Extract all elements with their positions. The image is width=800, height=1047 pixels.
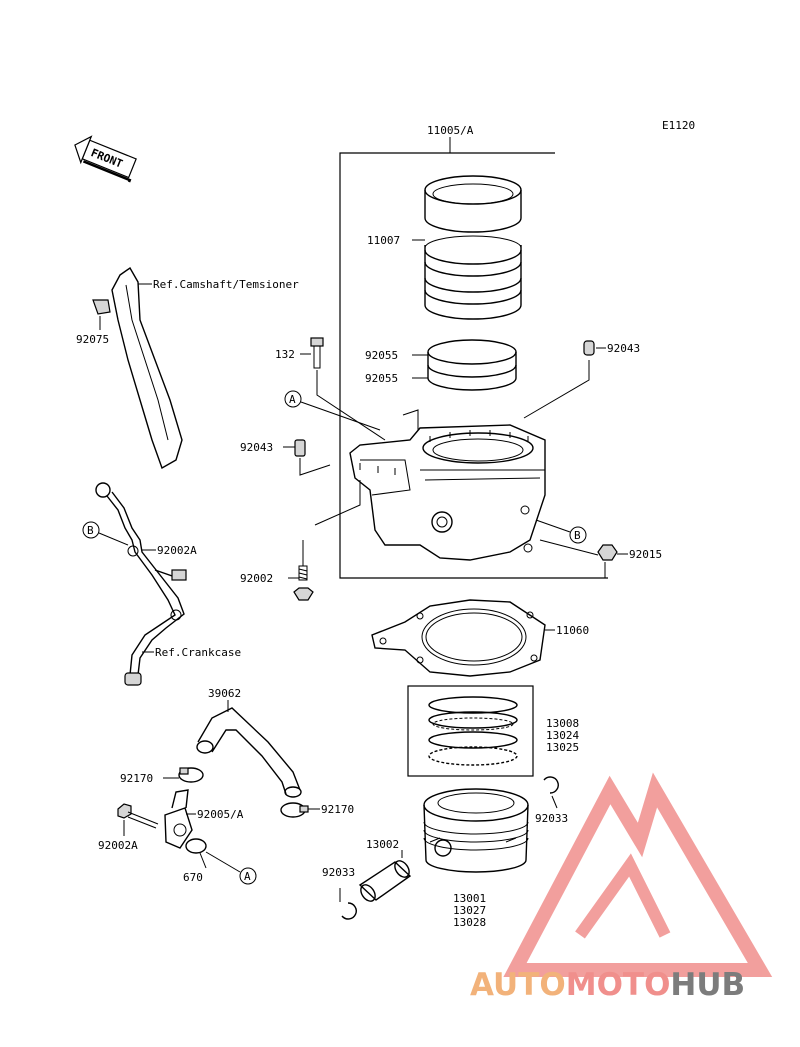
nut-guide	[539, 539, 606, 578]
watermark-auto: AUTO	[470, 967, 566, 1003]
callout-b-left	[82, 521, 100, 539]
watermark-moto: MOTO	[566, 967, 671, 1003]
label-dowel-left: 92043	[240, 441, 273, 454]
label-piston-2: 13027	[453, 904, 486, 917]
cylinder-liner-part	[424, 175, 522, 320]
callout-a-bottom-line	[205, 851, 241, 873]
cylinder-block-part	[349, 424, 546, 561]
label-piston-1: 13001	[453, 892, 486, 905]
callout-b-right-line	[535, 519, 571, 533]
label-pin: 13002	[366, 838, 399, 851]
label-stud: 92002	[240, 572, 273, 585]
oil-pipe-part	[95, 482, 187, 686]
callout-a-bottom	[239, 867, 257, 885]
cylinder-assembly-bracket	[339, 152, 608, 579]
callout-a-bottom-label: A	[244, 870, 251, 883]
callout-b-left-line	[98, 532, 129, 546]
piston-pin-part	[358, 860, 412, 902]
label-bolt-bottom: 92002A	[98, 839, 138, 852]
callout-a-top-line	[300, 401, 381, 431]
watermark-triangle-inner	[575, 853, 671, 939]
label-cylinder-assy: 11005/A	[427, 124, 474, 137]
label-ring-3: 13025	[546, 741, 579, 754]
bolt-132-part	[310, 337, 324, 369]
watermark-triangle-outer	[503, 772, 773, 977]
label-nut: 92015	[629, 548, 662, 561]
guide-clip-part	[92, 299, 111, 315]
callout-a-top	[284, 390, 302, 408]
label-oring-670: 670	[183, 871, 203, 884]
label-ring-1: 13008	[546, 717, 579, 730]
callout-a-top-label: A	[289, 393, 296, 406]
label-snap-left: 92033	[322, 866, 355, 879]
bolt-bottom-part	[117, 803, 159, 829]
ref-camshaft: Ref.Camshaft/Temsioner	[153, 278, 299, 291]
callout-b-right	[569, 526, 587, 544]
label-snap-right: 92033	[535, 812, 568, 825]
block-guide-top	[402, 409, 419, 430]
snap-ring-left-part	[341, 902, 357, 920]
nut-92015-part	[597, 544, 618, 561]
label-ring-2: 13024	[546, 729, 579, 742]
dowel-top-part	[583, 340, 595, 356]
watermark-hub: HUB	[670, 967, 745, 1003]
block-guide-left	[314, 480, 361, 526]
label-hose: 39062	[208, 687, 241, 700]
stud-92002-part	[293, 565, 314, 601]
label-gasket: 11060	[556, 624, 589, 637]
leader-snap-right	[551, 795, 558, 809]
label-piston-3: 13028	[453, 916, 486, 929]
snap-ring-right-part	[543, 776, 559, 794]
clamp-left-part	[178, 767, 204, 783]
label-clip: 92075	[76, 333, 109, 346]
dowel-left-part	[294, 439, 306, 457]
front-arrow-icon: FRONT	[74, 135, 137, 183]
dowel-top-guide	[523, 360, 590, 419]
gasket-part	[371, 599, 546, 677]
leader-oring-670	[199, 852, 207, 869]
label-clamp-right: 92170	[321, 803, 354, 816]
label-bolt-top: 92002A	[157, 544, 197, 557]
piston-ring-set-part	[428, 696, 518, 766]
label-oring-lower: 92055	[365, 372, 398, 385]
bolt-132-guide	[316, 370, 386, 441]
chain-guide-part	[111, 266, 183, 470]
label-dowel-top: 92043	[607, 342, 640, 355]
label-bolt-132: 132	[275, 348, 295, 361]
ring-set-box	[407, 685, 534, 777]
label-fitting: 92005/A	[197, 808, 244, 821]
diagram-code: E1120	[662, 119, 695, 132]
ref-crankcase: Ref.Crankcase	[155, 646, 241, 659]
dowel-left-guide	[299, 458, 331, 476]
hose-part	[196, 707, 302, 798]
oring-pair-part	[427, 339, 517, 391]
watermark-text: AUTOMOTOHUB	[470, 967, 745, 1003]
watermark-logo-icon	[503, 772, 773, 977]
piston-part	[423, 788, 529, 873]
label-clamp-left: 92170	[120, 772, 153, 785]
fitting-part	[164, 789, 193, 849]
label-cylinder-liner: 11007	[367, 234, 400, 247]
oring-670-part	[185, 838, 207, 854]
callout-b-left-label: B	[87, 524, 94, 537]
callout-b-right-label: B	[574, 529, 581, 542]
clamp-right-part	[280, 802, 309, 818]
label-oring-upper: 92055	[365, 349, 398, 362]
